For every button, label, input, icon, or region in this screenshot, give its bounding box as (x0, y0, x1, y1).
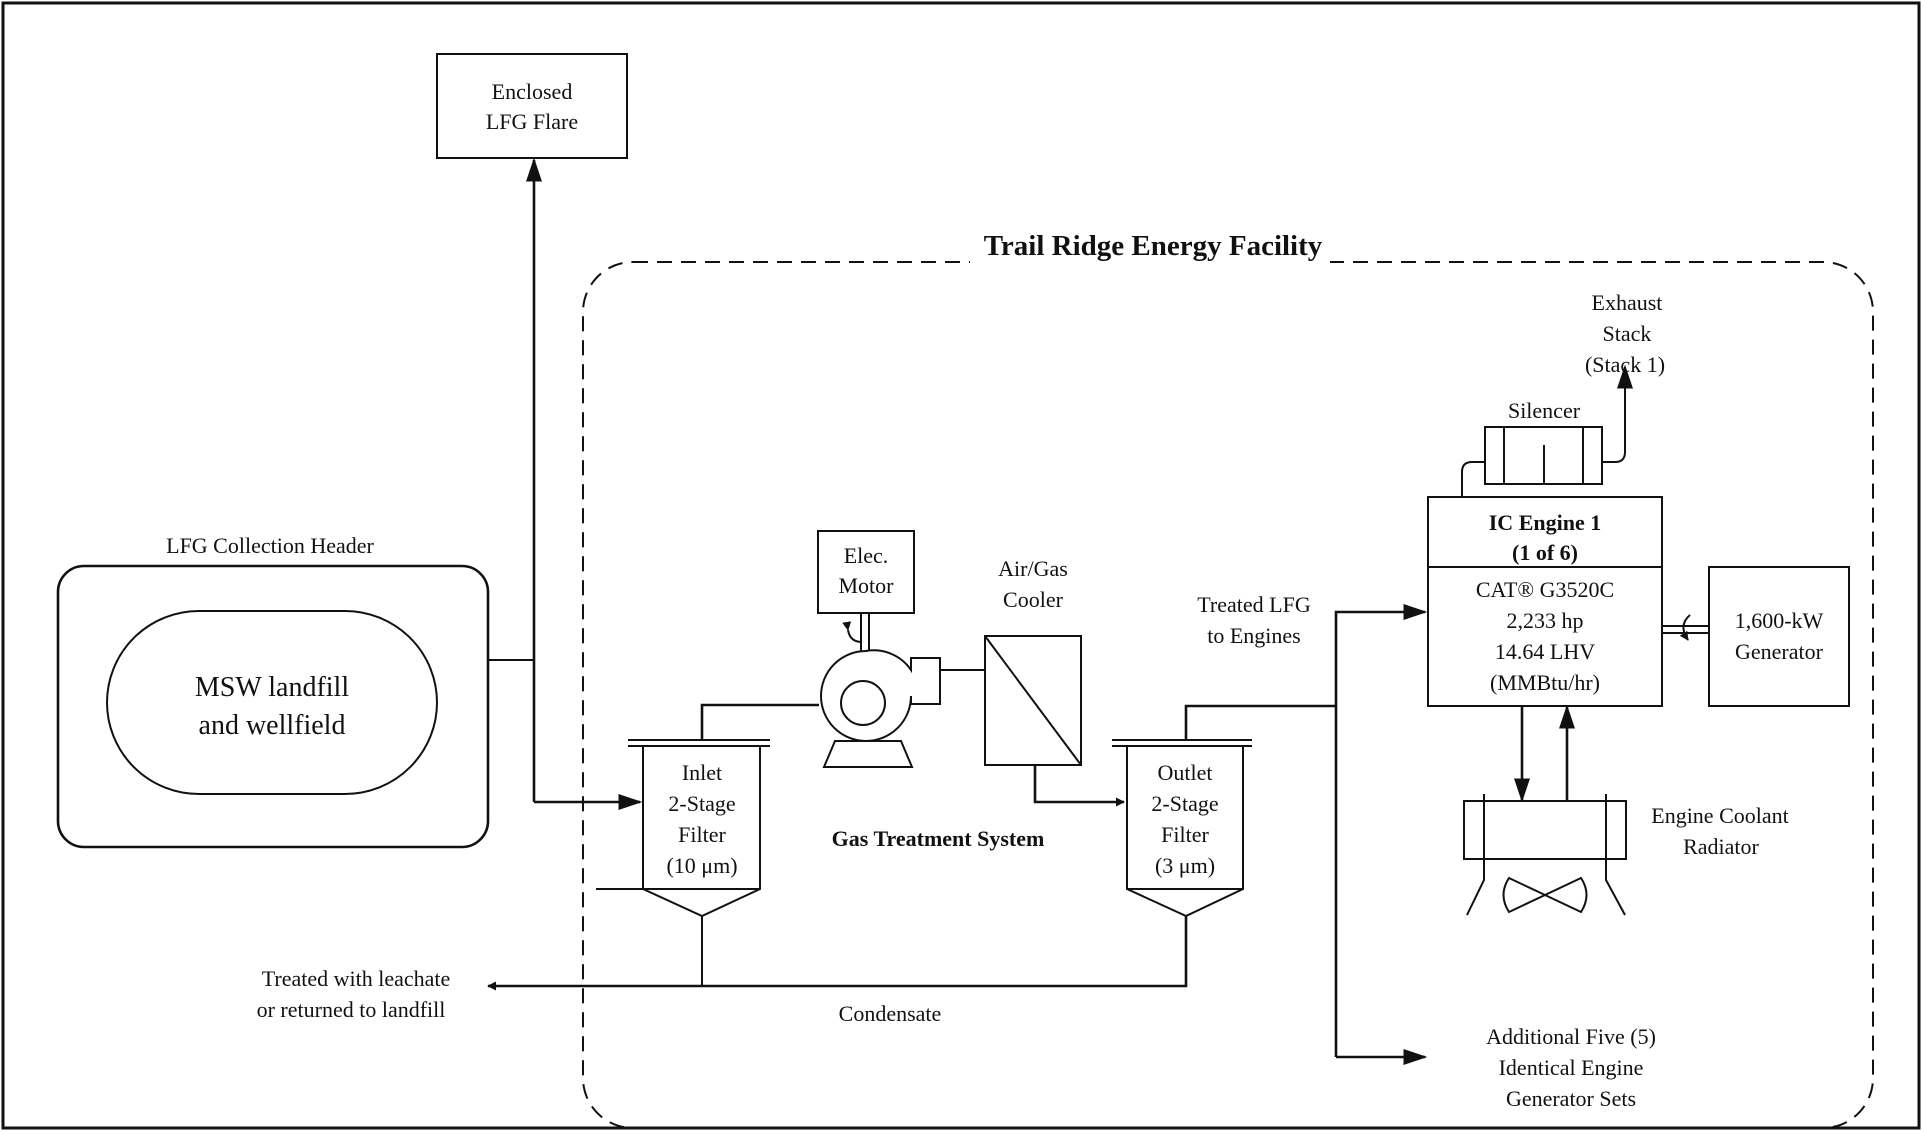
landfill-label-line1: MSW landfill (195, 672, 349, 703)
enclosed-flare: Enclosed LFG Flare (436, 53, 628, 159)
cooler-label-line2: Cooler (1003, 587, 1064, 612)
facility-title-backing (970, 225, 1330, 265)
rotation-arrow-icon (842, 621, 863, 643)
landfill-label-line2: and wellfield (199, 710, 346, 741)
inlet-filter-left-wall (596, 746, 644, 890)
feed-to-engine-arrow (1334, 604, 1428, 1057)
generator-box (1708, 566, 1850, 707)
engine-model: CAT® G3520C (1476, 577, 1614, 602)
facility-boundary (582, 261, 1874, 1129)
cooler-diagonal (984, 635, 1082, 766)
exhaust-label-line2: Stack (1603, 321, 1652, 346)
additional-line2: Identical Engine (1499, 1055, 1644, 1080)
inlet-filter: Inlet 2-Stage Filter (10 μm) (596, 739, 770, 918)
outlet-filter-line1: Outlet (1158, 760, 1213, 785)
outlet-to-header-pipe (1184, 704, 1336, 740)
engine-hp: 2,233 hp (1507, 608, 1584, 633)
exhaust-label-line1: Exhaust (1592, 290, 1663, 315)
flare-label-line1: Enclosed (492, 79, 573, 104)
inlet-filter-line2: 2-Stage (668, 791, 735, 816)
engine-lhv: 14.64 LHV (1495, 639, 1595, 664)
radiator-fan-icon (1502, 876, 1588, 914)
outlet-filter-line3: Filter (1161, 822, 1209, 847)
blower-impeller-icon (840, 680, 886, 726)
header-title: LFG Collection Header (166, 533, 374, 558)
radiator-leg-left (1466, 866, 1485, 916)
shaft-rotation-icon (1679, 614, 1691, 641)
inlet-filter-line4: (10 μm) (666, 853, 737, 878)
leachate-label-line1: Treated with leachate (262, 966, 451, 991)
silencer-label: Silencer (1508, 398, 1581, 423)
landfill-stadium (106, 610, 438, 795)
leachate-label-line2: or returned to landfill (257, 997, 446, 1022)
outlet-filter-line4: (3 μm) (1155, 853, 1215, 878)
cooler-label-line1: Air/Gas (998, 556, 1068, 581)
engine-coolant-radiator: Engine Coolant Radiator (1463, 794, 1789, 916)
motor-box (817, 530, 915, 614)
engine-title-line1: IC Engine 1 (1489, 510, 1601, 535)
engine-spec-box (1427, 566, 1663, 707)
generator-label-line1: 1,600-kW (1735, 608, 1824, 633)
condensate-label: Condensate (839, 1001, 942, 1026)
engine-units: (MMBtu/hr) (1490, 670, 1600, 695)
engine-to-silencer-pipe (1461, 461, 1485, 497)
generator-label-line2: Generator (1735, 639, 1824, 664)
facility-title: Trail Ridge Energy Facility (984, 230, 1323, 262)
outlet-filter: Outlet 2-Stage Filter (3 μm) (1112, 739, 1252, 918)
generator: 1,600-kW Generator (1708, 566, 1850, 707)
outlet-filter-line2: 2-Stage (1151, 791, 1218, 816)
ic-engine: IC Engine 1 (1 of 6) CAT® G3520C 2,233 h… (1427, 496, 1663, 707)
gas-treatment-label: Gas Treatment System (832, 826, 1045, 851)
inlet-to-blower-pipe (700, 703, 819, 740)
radiator-label-line2: Radiator (1683, 834, 1759, 859)
cooler-to-outlet-arrow (1033, 765, 1125, 807)
air-gas-cooler: Air/Gas Cooler (984, 556, 1082, 766)
lfg-collection-header: LFG Collection Header MSW landfill and w… (56, 533, 490, 849)
motor-label-line1: Elec. (844, 543, 889, 568)
additional-line3: Generator Sets (1506, 1086, 1636, 1111)
flare-box (436, 53, 628, 159)
engine-title-line2: (1 of 6) (1512, 540, 1578, 565)
condensate-return-arrow (487, 916, 1188, 991)
blower-base (822, 740, 914, 768)
exhaust-label-line3: (Stack 1) (1585, 352, 1665, 377)
additional-line1: Additional Five (5) (1486, 1024, 1656, 1049)
inlet-filter-line3: Filter (678, 822, 726, 847)
silencer: Silencer (1484, 398, 1603, 485)
radiator-box (1463, 800, 1627, 860)
radiator-label-line1: Engine Coolant (1651, 803, 1788, 828)
inlet-filter-line1: Inlet (682, 760, 722, 785)
electric-motor: Elec. Motor (817, 530, 915, 668)
flare-label-line2: LFG Flare (486, 109, 578, 134)
blower (820, 649, 941, 768)
treated-lfg-line2: to Engines (1207, 623, 1301, 648)
header-box (56, 564, 490, 849)
exhaust-arrow (1602, 364, 1633, 463)
treated-lfg-line1: Treated LFG (1197, 592, 1311, 617)
radiator-leg-right (1605, 866, 1626, 916)
motor-label-line2: Motor (839, 573, 895, 598)
